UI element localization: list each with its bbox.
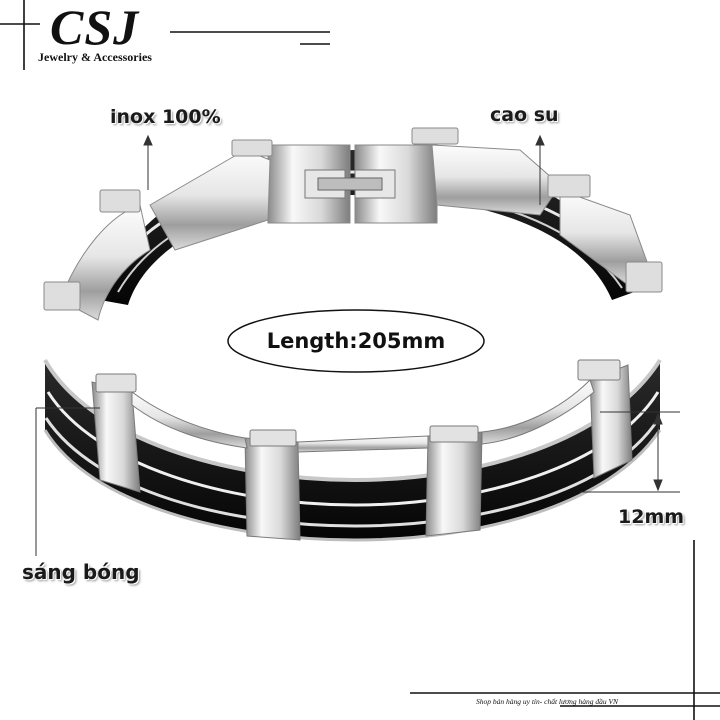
bracelet-back-links (43, 127, 663, 321)
brand-tagline: Jewelry & Accessories (38, 50, 152, 64)
brand-logo: CSJ (50, 0, 140, 55)
footer-slogan: Shop bán hàng uy tín- chất lương hàng đầ… (476, 697, 619, 706)
length-ellipse (227, 309, 485, 373)
length-callout: Length:205mm (228, 310, 484, 372)
bracelet-clasp (267, 144, 438, 224)
label-finish: sáng bóng (22, 560, 140, 584)
label-material-steel: inox 100% (110, 106, 221, 128)
bracelet-front-links (91, 359, 633, 541)
annotation-arrows (35, 134, 680, 556)
label-material-rubber: cao su (490, 104, 559, 126)
label-width: 12mm (618, 506, 685, 528)
length-text: Length:205mm (266, 329, 446, 353)
